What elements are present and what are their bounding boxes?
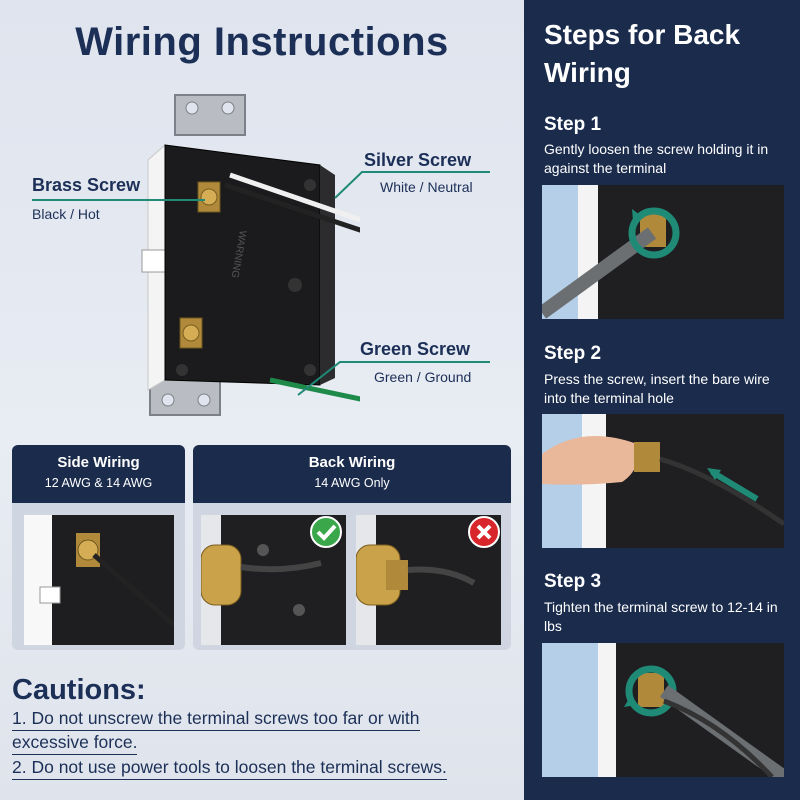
side-wiring-card: Side Wiring 12 AWG & 14 AWG <box>12 445 185 650</box>
green-screw-sub: Green / Ground <box>374 369 472 385</box>
back-wiring-subtitle: 14 AWG Only <box>314 476 390 490</box>
check-icon <box>310 516 342 548</box>
step-2-photo <box>542 414 784 548</box>
brass-screw-label: Brass Screw <box>32 175 141 195</box>
back-wiring-title: Back Wiring <box>308 454 396 471</box>
silver-screw-label: Silver Screw <box>364 150 472 170</box>
caution-2: 2. Do not use power tools to loosen the … <box>12 757 447 780</box>
step-1-photo <box>542 185 784 319</box>
side-wiring-title: Side Wiring <box>57 454 140 471</box>
brass-screw-sub: Black / Hot <box>32 206 100 222</box>
left-panel: Wiring Instructions WARNING <box>0 0 524 800</box>
cross-icon <box>468 516 500 548</box>
side-wiring-photo <box>24 515 174 645</box>
step-2-title: Step 2 <box>544 343 602 364</box>
cautions-title: Cautions: <box>12 674 146 706</box>
steps-panel: Steps for Back Wiring Step 1 Gently loos… <box>524 0 800 800</box>
caution-1a: 1. Do not unscrew the terminal screws to… <box>12 708 420 731</box>
callout-lines <box>32 171 490 396</box>
caution-1b: excessive force. <box>12 732 138 755</box>
back-wiring-card: Back Wiring 14 AWG Only <box>193 445 511 650</box>
side-wiring-subtitle: 12 AWG & 14 AWG <box>44 476 153 490</box>
outlet-illustration: WARNING <box>141 94 360 416</box>
page-title: Wiring Instructions <box>75 20 449 64</box>
side-wiring-header: Side Wiring 12 AWG & 14 AWG <box>12 445 185 503</box>
silver-screw-sub: White / Neutral <box>380 179 473 195</box>
step-3-desc: Tighten the terminal screw to 12-14 in l… <box>544 599 778 634</box>
step-3-title: Step 3 <box>544 571 602 592</box>
rotate-arrow-icon <box>628 207 680 259</box>
green-screw-label: Green Screw <box>360 339 471 359</box>
steps-title: Steps for Back Wiring <box>544 19 741 88</box>
step-3-photo <box>542 643 784 777</box>
step-1-desc: Gently loosen the screw holding it in ag… <box>544 141 769 176</box>
step-1-title: Step 1 <box>544 114 602 135</box>
back-wiring-header: Back Wiring 14 AWG Only <box>193 445 511 503</box>
step-2-desc: Press the screw, insert the bare wire in… <box>544 371 770 406</box>
